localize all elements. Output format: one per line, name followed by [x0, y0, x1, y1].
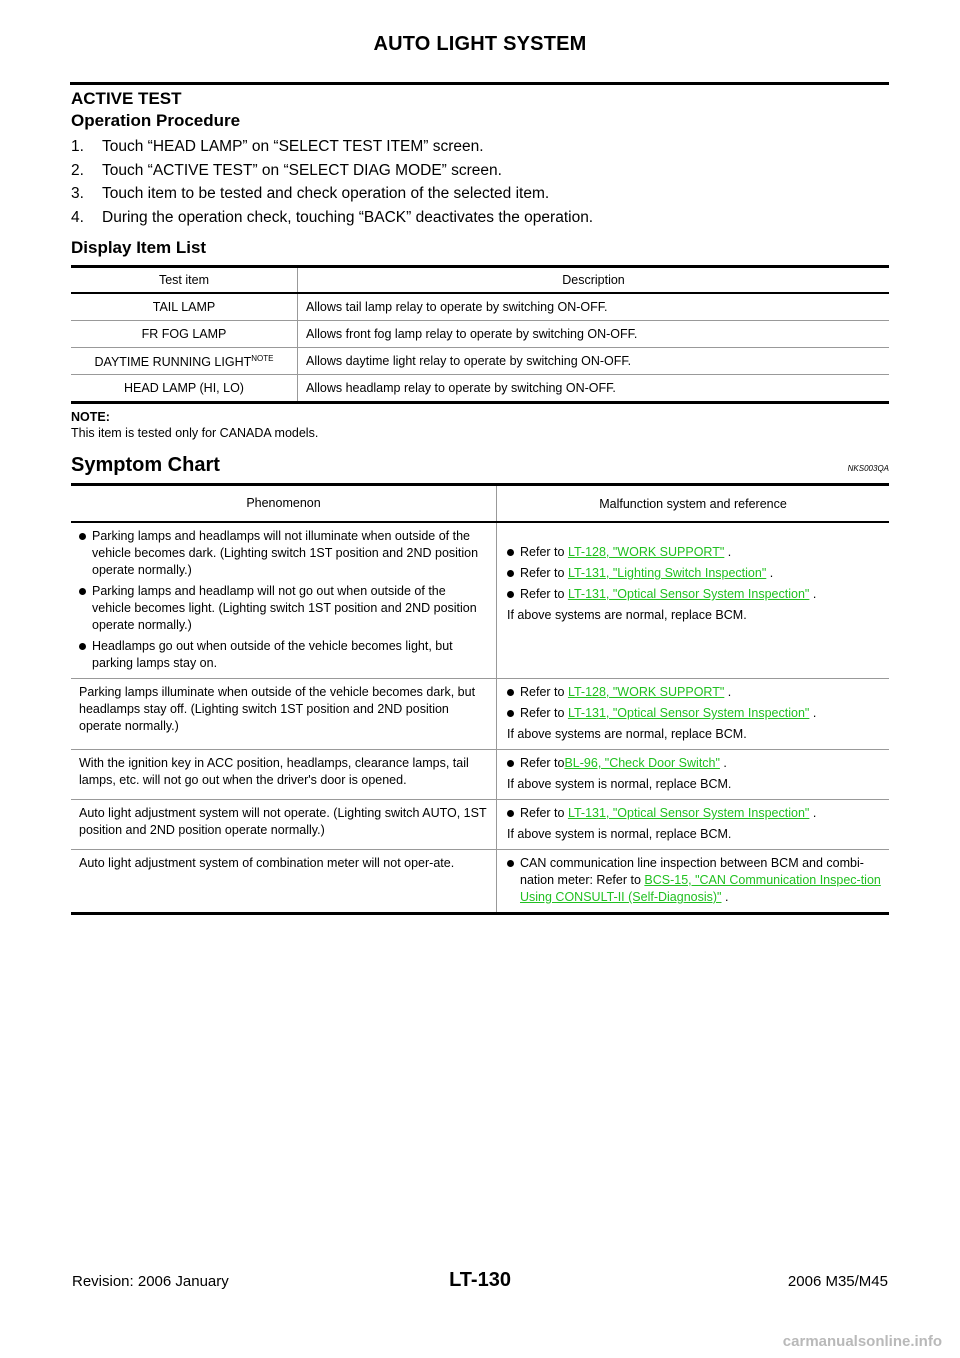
- phenomenon-cell: Auto light adjustment system of combinat…: [71, 849, 497, 914]
- bullet-icon: [507, 549, 514, 556]
- bullet-icon: [507, 570, 514, 577]
- description-cell: Allows tail lamp relay to operate by swi…: [297, 293, 889, 321]
- bullet-icon: [507, 760, 514, 767]
- phenomenon-cell: Auto light adjustment system will not op…: [71, 799, 497, 850]
- reference-link[interactable]: LT-128, "WORK SUPPORT": [567, 685, 725, 699]
- reference-cell: CAN communication line inspection betwee…: [497, 850, 890, 914]
- test-item-cell: TAIL LAMP: [71, 293, 298, 321]
- page-number: LT-130: [449, 1269, 511, 1291]
- bullet-icon: [79, 643, 86, 650]
- table-row: HEAD LAMP (HI, LO) Allows headlamp relay…: [71, 374, 889, 403]
- procedure-step: 1.Touch “HEAD LAMP” on “SELECT TEST ITEM…: [71, 138, 484, 155]
- reference-link[interactable]: LT-131, "Optical Sensor System Inspectio…: [567, 587, 810, 601]
- test-item-cell: HEAD LAMP (HI, LO): [71, 374, 298, 403]
- reference-link[interactable]: LT-131, "Optical Sensor System Inspectio…: [567, 706, 810, 720]
- header-rule: [70, 82, 889, 85]
- reference-footer: If above systems are normal, replace BCM…: [507, 608, 747, 622]
- reference-cell: Refer to LT-131, "Optical Sensor System …: [496, 799, 889, 850]
- table-header-row: Test item Description: [71, 266, 889, 294]
- reference-link[interactable]: BL-96, "Check Door Switch": [564, 756, 720, 770]
- reference-link[interactable]: LT-131, "Lighting Switch Inspection": [567, 566, 767, 580]
- bullet-icon: [507, 860, 514, 867]
- active-test-heading: ACTIVE TEST: [71, 89, 182, 108]
- note-label: NOTE:: [71, 410, 110, 424]
- note-marker: NOTE: [251, 353, 274, 363]
- column-header-test-item: Test item: [71, 266, 298, 294]
- reference-cell: Refer toBL-96, "Check Door Switch" . If …: [496, 749, 889, 800]
- page-footer: Revision: 2006 January LT-130 2006 M35/M…: [72, 1269, 888, 1293]
- phenomenon-cell: Parking lamps and headlamps will not ill…: [71, 522, 497, 679]
- column-header-malfunction: Malfunction system and reference: [496, 484, 889, 523]
- column-header-phenomenon: Phenomenon: [71, 484, 497, 523]
- reference-footer: If above system is normal, replace BCM.: [507, 827, 732, 841]
- reference-cell: Refer to LT-128, "WORK SUPPORT" . Refer …: [496, 678, 889, 750]
- bullet-icon: [507, 710, 514, 717]
- table-row: With the ignition key in ACC position, h…: [71, 749, 889, 800]
- table-header-row: Phenomenon Malfunction system and refere…: [71, 484, 889, 523]
- symptom-chart-table: Phenomenon Malfunction system and refere…: [71, 483, 889, 915]
- description-cell: Allows headlamp relay to operate by swit…: [306, 381, 616, 395]
- table-row: TAIL LAMP Allows tail lamp relay to oper…: [71, 293, 889, 321]
- reference-link[interactable]: LT-131, "Optical Sensor System Inspectio…: [567, 806, 810, 820]
- procedure-step: 3.Touch item to be tested and check oper…: [71, 185, 550, 202]
- display-item-list-heading: Display Item List: [71, 238, 207, 257]
- description-cell: Allows daytime light relay to operate by…: [297, 347, 889, 375]
- column-header-description: Description: [297, 266, 889, 294]
- reference-footer: If above systems are normal, replace BCM…: [507, 727, 747, 741]
- procedure-step: 4.During the operation check, touching “…: [71, 208, 594, 226]
- symptom-chart-heading: Symptom Chart: [71, 454, 220, 476]
- reference-cell: Refer to LT-128, "WORK SUPPORT" . Refer …: [496, 522, 889, 679]
- procedure-step: 2.Touch “ACTIVE TEST” on “SELECT DIAG MO…: [71, 161, 502, 179]
- test-item-cell: DAYTIME RUNNING LIGHTNOTE: [71, 347, 298, 375]
- reference-footer: If above system is normal, replace BCM.: [507, 777, 732, 791]
- phenomenon-cell: With the ignition key in ACC position, h…: [71, 749, 497, 800]
- operation-procedure-heading: Operation Procedure: [71, 111, 241, 130]
- page-title: AUTO LIGHT SYSTEM: [373, 33, 587, 55]
- bullet-icon: [507, 591, 514, 598]
- watermark: carmanualsonline.info: [782, 1333, 942, 1350]
- bullet-icon: [507, 810, 514, 817]
- table-row: Auto light adjustment system of combinat…: [71, 849, 890, 914]
- display-item-table: Test item Description TAIL LAMP Allows t…: [71, 265, 889, 404]
- table-row: FR FOG LAMP Allows front fog lamp relay …: [71, 320, 889, 348]
- vehicle-model: 2006 M35/M45: [787, 1273, 888, 1290]
- procedure-steps: 1.Touch “HEAD LAMP” on “SELECT TEST ITEM…: [71, 135, 889, 229]
- symptom-chart-header: Symptom Chart NKS003QA: [71, 453, 889, 477]
- reference-link[interactable]: BCS-15, "CAN Communication Inspec-tion U…: [520, 873, 881, 904]
- phenomenon-cell: Parking lamps illuminate when outside of…: [71, 678, 497, 750]
- reference-link[interactable]: LT-128, "WORK SUPPORT": [567, 545, 725, 559]
- bullet-icon: [79, 588, 86, 595]
- section-code: NKS003QA: [847, 464, 889, 473]
- table-row: DAYTIME RUNNING LIGHTNOTE Allows daytime…: [71, 347, 889, 375]
- page-content: ACTIVE TEST Operation Procedure 1.Touch …: [71, 88, 889, 915]
- table-row: Parking lamps illuminate when outside of…: [71, 678, 889, 750]
- revision-date: Revision: 2006 January: [72, 1273, 229, 1290]
- description-cell: Allows front fog lamp relay to operate b…: [297, 320, 889, 348]
- bullet-icon: [79, 533, 86, 540]
- table-row: Auto light adjustment system will not op…: [71, 799, 889, 850]
- table-row: Parking lamps and headlamps will not ill…: [71, 522, 889, 679]
- test-item-cell: FR FOG LAMP: [71, 320, 298, 348]
- bullet-icon: [507, 689, 514, 696]
- note-text: This item is tested only for CANADA mode…: [71, 426, 319, 440]
